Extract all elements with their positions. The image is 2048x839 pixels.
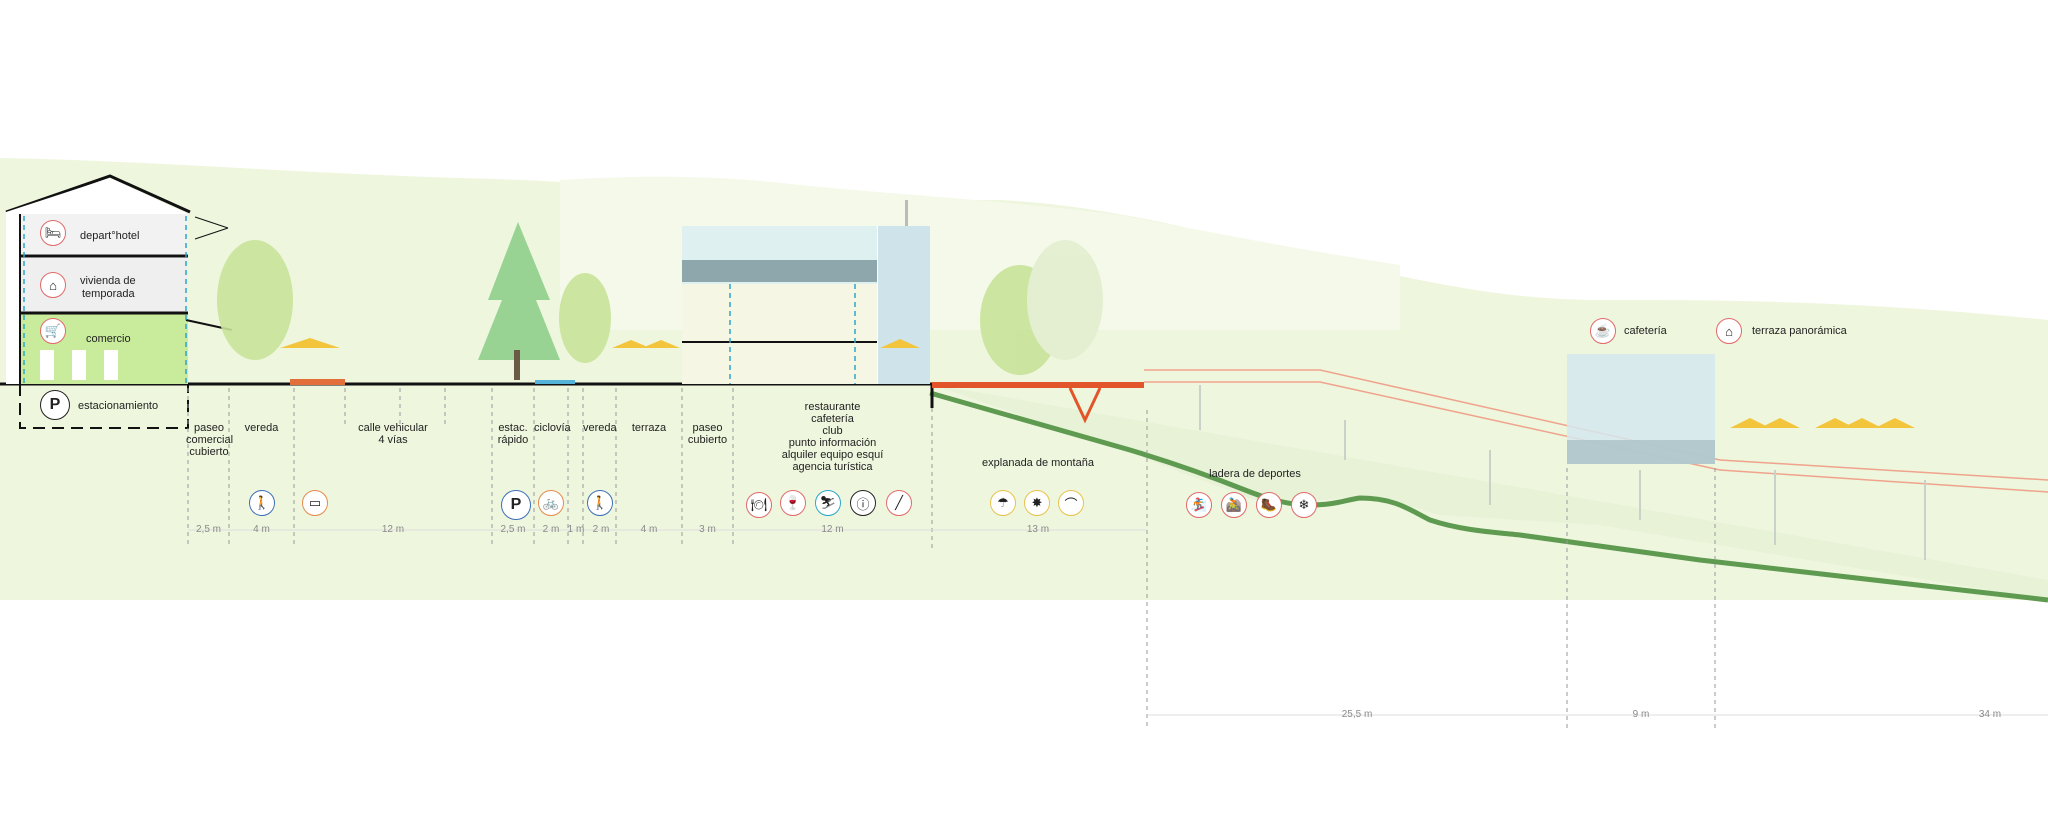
house-icon: ⌂ xyxy=(40,272,66,298)
dim-ladera: 25,5 m xyxy=(1341,709,1373,720)
utensils-icon: 🍽 xyxy=(746,492,772,518)
label-comercio: comercio xyxy=(86,333,131,345)
road-curb xyxy=(290,379,345,385)
mountain-bike-icon: 🚵 xyxy=(1221,492,1247,518)
bikelane xyxy=(535,380,575,384)
label-explanada: explanada de montaña xyxy=(982,457,1094,469)
label-programa-0: restaurante xyxy=(804,401,861,413)
dim-estac: 2,5 m xyxy=(500,524,526,535)
label-paseo-cubierto-1: paseo xyxy=(692,422,723,434)
label-vivienda-1: vivienda de xyxy=(80,275,136,287)
label-programa-3: punto información xyxy=(788,437,877,449)
pedestrian-icon: 🚶 xyxy=(249,490,275,516)
label-calle-2: 4 vías xyxy=(378,434,408,446)
parking-icon-2: P xyxy=(501,490,531,520)
parking-icon: P xyxy=(40,390,70,420)
panorama-terrace-icon: ⌂ xyxy=(1716,318,1742,344)
walkway-supports xyxy=(1199,385,1926,560)
bed-icon: 🛏 xyxy=(40,220,66,246)
cart-icon: 🛒 xyxy=(40,318,66,344)
label-estac-2: rápido xyxy=(497,434,529,446)
label-ladera: ladera de deportes xyxy=(1209,468,1301,480)
dim-explanada: 13 m xyxy=(1026,524,1050,535)
dim-bikelane-edge: 1 m xyxy=(567,524,585,535)
dim-cafeteria: 9 m xyxy=(1632,709,1650,720)
label-programa-4: alquiler equipo esquí xyxy=(781,449,884,461)
label-calle-1: calle vehicular xyxy=(358,422,428,434)
sun-icon: ✸ xyxy=(1024,490,1050,516)
label-vivienda-2: temporada xyxy=(82,288,135,300)
label-vereda-2: vereda xyxy=(583,422,617,434)
bicycle-icon: 🚲 xyxy=(538,490,564,516)
dim-calle: 12 m xyxy=(381,524,405,535)
zone-dividers xyxy=(187,388,1716,728)
label-paseo-cubierto-2: cubierto xyxy=(687,434,728,446)
label-paseo-comercial-2: comercial xyxy=(186,434,234,446)
explanada-deck xyxy=(932,382,1144,388)
conifer-tree xyxy=(478,222,560,360)
label-terraza: terraza xyxy=(631,422,667,434)
dim-terraza-panoramica: 34 m xyxy=(1978,709,2002,720)
umbrellas xyxy=(280,338,1915,428)
info-icon: ⓘ xyxy=(850,490,876,516)
label-paseo-comercial-3: cubierto xyxy=(189,446,229,458)
pedestrian-icon-2: 🚶 xyxy=(587,490,613,516)
wine-icon: 🍷 xyxy=(780,490,806,516)
dim-programa: 12 m xyxy=(821,524,844,535)
snowflake-icon: ❄ xyxy=(1291,492,1317,518)
dim-paseo-cubierto: 3 m xyxy=(699,524,716,535)
coffee-icon: ☕ xyxy=(1590,318,1616,344)
label-programa-5: agencia turística xyxy=(792,461,873,473)
trees xyxy=(217,240,1103,375)
label-programa-2: club xyxy=(822,425,843,437)
label-programa-1: cafetería xyxy=(811,413,854,425)
label-paseo-comercial-1: paseo xyxy=(194,422,224,434)
dim-vereda-2: 2 m xyxy=(592,524,610,535)
label-estacionamiento: estacionamiento xyxy=(78,400,159,412)
label-hotel: depart°hotel xyxy=(80,230,140,242)
umbrella-icon: ☂ xyxy=(990,490,1016,516)
dim-paseo-comercial: 2,5 m xyxy=(195,524,221,535)
ski-icon: ╱ xyxy=(886,490,912,516)
slope-line xyxy=(929,390,2048,603)
ski-rental-icon: ⛷ xyxy=(815,490,841,516)
hiking-icon: 🥾 xyxy=(1256,492,1282,518)
label-cafeteria: cafetería xyxy=(1624,325,1667,337)
restaurant-building xyxy=(682,200,930,384)
bench-icon: ▭ xyxy=(302,490,328,516)
label-terraza-panoramica: terraza panorámica xyxy=(1752,325,1847,337)
label-estac-1: estac. xyxy=(498,422,528,434)
label-ciclovia: ciclovía xyxy=(534,422,571,434)
snowboard-icon: 🏂 xyxy=(1186,492,1212,518)
sunbed-icon: ⌒ xyxy=(1058,490,1084,516)
label-vereda-1: vereda xyxy=(244,422,279,434)
dim-vereda-1: 4 m xyxy=(253,524,270,535)
dim-terraza: 4 m xyxy=(640,524,658,535)
dim-ciclovia: 2 m xyxy=(542,524,560,535)
